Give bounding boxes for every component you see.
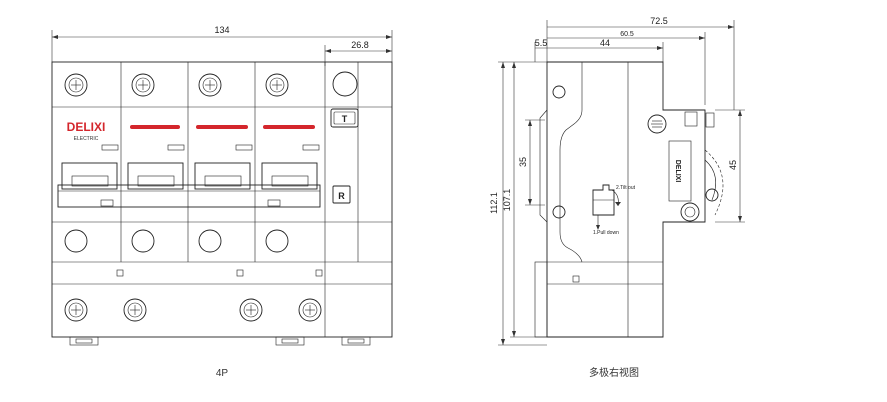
screw-icon [239, 298, 263, 322]
test-button [330, 108, 359, 128]
dim-depth-total-label: 72.5 [650, 16, 668, 26]
screw-icon [64, 73, 88, 97]
dim-height-107-label: 107.1 [502, 189, 512, 212]
screw-icon [265, 73, 289, 97]
trip-label: 2.Tilt out [616, 185, 636, 191]
reset-button [332, 185, 351, 204]
brand-sub: ELECTRIC [74, 136, 99, 142]
pull-label: 1.Pull down [593, 230, 619, 236]
toggle-icon [194, 162, 251, 190]
screw-icon [198, 73, 222, 97]
dimension-depth-44: 44 5.5 [534, 38, 664, 62]
mount-hole-icon [552, 85, 566, 99]
front-view: 134 26.8 DELIXI [51, 25, 393, 379]
red-band [263, 125, 315, 129]
side-view-caption: 多极右视图 [589, 366, 639, 379]
aux-indicator-icon [332, 71, 358, 97]
din-clip [275, 336, 305, 346]
red-band [196, 125, 248, 129]
test-button-label: T [342, 114, 348, 124]
top-terminal-screws [64, 71, 358, 97]
screw-icon [647, 114, 667, 134]
dim-height-total-label: 112.1 [489, 192, 499, 214]
front-view-caption: 4P [216, 368, 229, 379]
knob-icon [705, 188, 719, 202]
side-view: 72.5 60.5 44 5.5 112.1 [489, 16, 745, 379]
terminal-hole-icon [198, 229, 222, 253]
screw-icon [298, 298, 322, 322]
reset-button-label: R [338, 191, 345, 201]
screw-icon [64, 298, 88, 322]
screw-icon [680, 202, 700, 222]
handle-bar [57, 184, 321, 208]
handle-assembly [57, 162, 321, 208]
side-module: DELIXI [647, 111, 724, 222]
screw-icon [123, 298, 147, 322]
din-clip [341, 336, 371, 346]
dimension-total-width: 134 [51, 25, 393, 62]
breaker-body [51, 61, 393, 338]
trip-lever-icon [592, 184, 621, 230]
toggle-icon [261, 162, 318, 190]
dimension-depth-total: 72.5 [546, 16, 735, 110]
dim-45-label: 45 [728, 160, 738, 170]
dimension-height: 112.1 107.1 35 [489, 61, 547, 346]
dim-aux-width-label: 26.8 [351, 40, 369, 50]
terminal-hole-icon [64, 229, 88, 253]
toggle-icon [61, 162, 118, 190]
terminal-hole-icon [265, 229, 289, 253]
dim-offset-label: 5.5 [535, 38, 548, 48]
dim-depth-44-label: 44 [600, 38, 610, 48]
dimension-aux-width: 26.8 [324, 40, 392, 66]
toggle-icon [127, 162, 184, 190]
screw-icon [131, 73, 155, 97]
side-brand: DELIXI [674, 160, 681, 183]
dimension-depth-60: 60.5 [547, 31, 706, 105]
dimension-45: 45 [715, 109, 745, 223]
din-clip [69, 336, 99, 346]
brand-logo: DELIXI [67, 120, 106, 134]
side-body [534, 61, 706, 338]
mount-hole-icon [552, 205, 566, 219]
terminal-hole-icon [131, 229, 155, 253]
dim-total-width-label: 134 [214, 25, 229, 35]
dim-height-35-label: 35 [518, 157, 528, 167]
dim-depth-60-label: 60.5 [620, 31, 634, 38]
red-band [130, 125, 180, 129]
